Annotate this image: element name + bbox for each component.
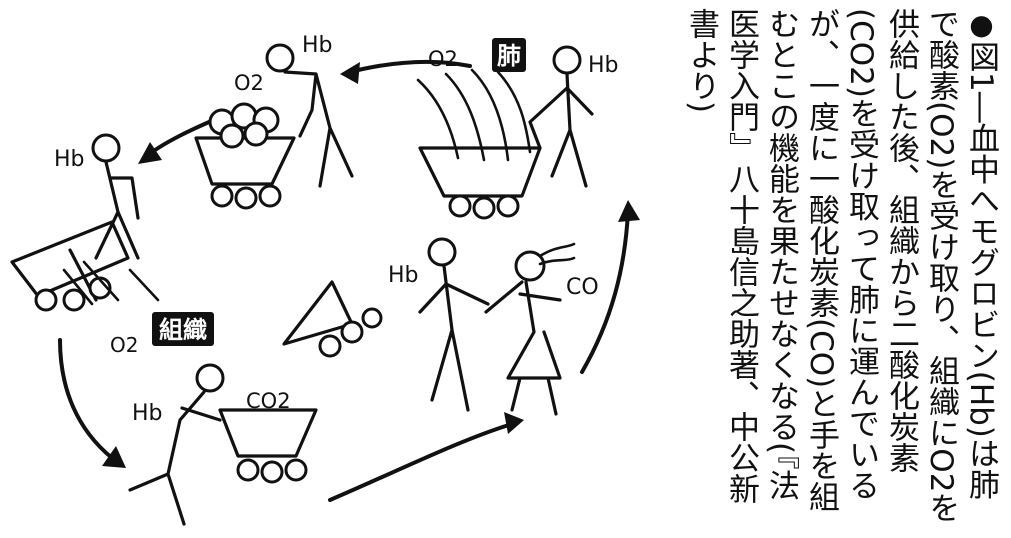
hb-label-co: Hb (388, 263, 419, 288)
hb-figure-co-body (418, 264, 490, 412)
figure-caption: ●図1―血中へモグロビン(Hb)は肺で酸素(O2)を受け取り、組織にO2を供給し… (681, 8, 1001, 528)
co-label: CO (566, 275, 599, 300)
co-pair (418, 237, 576, 416)
arrowhead-bottom-right (504, 412, 524, 434)
oxygen-load (208, 102, 280, 149)
center-cart (282, 280, 383, 358)
caption-text: 図1―血中へモグロビン(Hb)は肺で酸素(O2)を受け取り、組織にO2を供給した… (683, 8, 999, 524)
top-cart-wheel-3 (258, 184, 282, 208)
top-cart-wheel-2 (234, 186, 258, 210)
hb-figure-top-head (265, 43, 295, 73)
arrowhead-left-top (138, 142, 162, 164)
oxygen-stream-4 (496, 70, 532, 154)
hb-figure-co-head (427, 237, 457, 267)
lung-label-box (492, 38, 526, 72)
top-cart-wheel-1 (210, 184, 234, 208)
cycle-arrows (58, 59, 640, 502)
hb-label-lung: Hb (588, 53, 619, 78)
arrow-lung-to-top (348, 59, 472, 74)
oxygen-stream-2 (444, 72, 486, 162)
top-cart (194, 136, 296, 186)
lung-cart-wheel-3 (496, 194, 520, 218)
o2-label-lung: O2 (428, 47, 458, 71)
hb-figure-lung-head (552, 45, 582, 75)
co-figure-hair (538, 242, 576, 266)
top-station (194, 43, 354, 210)
tissue-label: 組織 (159, 316, 207, 344)
bottom-cart-wheel-3 (284, 458, 308, 482)
left-cart-wheel-2 (62, 288, 86, 312)
o2-label-top: O2 (234, 71, 264, 95)
center-cart-body (282, 280, 354, 346)
arrow-bottom-right (328, 422, 514, 502)
center-cart-wheel-3 (361, 307, 383, 329)
lung-cart-wheel-1 (448, 194, 472, 218)
co-figure-body (484, 280, 562, 416)
arrow-left-down (58, 338, 114, 460)
bottom-station (128, 363, 318, 526)
hb-figure-top-body (283, 70, 354, 188)
hb-figure-left-head (91, 133, 121, 163)
o2-label-tissue: O2 (110, 333, 138, 357)
arrow-right-up (580, 210, 630, 374)
diagram-labels: 肺 組織 Hb O2 O2 Hb Hb O2 Hb CO2 Hb CO (54, 33, 619, 426)
caption-bullet: ● (965, 8, 998, 41)
bottom-cart (218, 408, 318, 458)
bottom-cart-wheel-1 (236, 458, 260, 482)
lung-station (416, 45, 594, 220)
left-cart-lines (62, 260, 160, 306)
co2-label-bottom: CO2 (246, 389, 291, 413)
center-cart-wheel-2 (340, 320, 364, 344)
lung-label: 肺 (497, 42, 521, 70)
hb-figure-bottom-head (195, 363, 225, 393)
lung-cart-wheel-2 (472, 196, 496, 220)
arrowhead-bottom-left (102, 446, 126, 468)
lung-cart (418, 146, 542, 198)
hb-label-top: Hb (302, 33, 333, 58)
hb-label-left: Hb (54, 147, 85, 172)
hb-figure-left-body (94, 160, 140, 260)
tissue-label-box (152, 312, 214, 346)
arrowhead-right-up (618, 200, 640, 222)
co-figure-head (514, 250, 546, 282)
left-station (10, 133, 160, 312)
bottom-cart-wheel-2 (260, 460, 284, 484)
arrowhead-top (340, 62, 360, 84)
oxygen-stream-1 (416, 78, 460, 160)
center-cart-wheel-1 (318, 334, 342, 358)
left-cart-wheel-1 (34, 288, 58, 312)
hb-figure-lung-body (528, 72, 594, 188)
hb-figure-bottom-body (128, 390, 222, 526)
hb-label-bottom: Hb (132, 401, 163, 426)
